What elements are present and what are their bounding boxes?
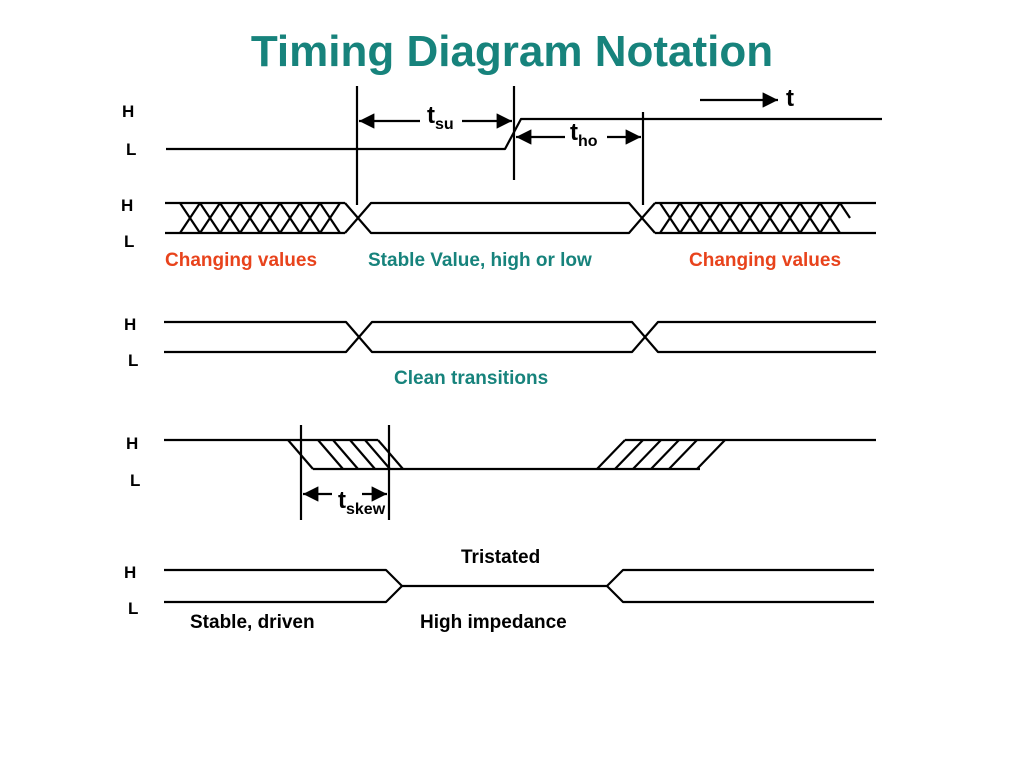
- row4-high-label: H: [126, 434, 139, 453]
- row3-high-label: H: [124, 315, 137, 334]
- hold-time-main: t: [570, 119, 578, 146]
- caption-stable-driven: Stable, driven: [190, 612, 315, 633]
- row2-high-label: H: [121, 196, 134, 215]
- caption-changing-left: Changing values: [165, 250, 318, 271]
- caption-changing-right: Changing values: [689, 250, 842, 271]
- row4-low-label: L: [130, 471, 141, 490]
- caption-high-impedance: High impedance: [420, 612, 567, 633]
- setup-time-label: tsu: [427, 102, 454, 133]
- row5-high-label: H: [124, 563, 137, 582]
- hold-time-sub: ho: [578, 133, 598, 150]
- clock-waveform: [166, 117, 882, 151]
- row2-low-label: L: [124, 232, 135, 251]
- row5-low-label: L: [128, 599, 139, 618]
- bus-changing-right: [655, 201, 876, 235]
- skew-time-label: tskew: [338, 487, 385, 518]
- skew-time-main: t: [338, 487, 346, 514]
- caption-clean-transitions: Clean transitions: [394, 368, 549, 389]
- row3-low-label: L: [128, 351, 139, 370]
- row1-low-label: L: [126, 140, 137, 159]
- setup-time-sub: su: [435, 116, 454, 133]
- bus-clean-transitions: [164, 320, 876, 354]
- setup-time-main: t: [427, 102, 435, 129]
- time-arrow-label: t: [786, 85, 794, 112]
- page-title: Timing Diagram Notation: [250, 27, 774, 76]
- skew-time-sub: skew: [346, 501, 386, 518]
- caption-tristated: Tristated: [461, 547, 541, 568]
- bus-stable-value: [344, 201, 656, 235]
- caption-stable-value: Stable Value, high or low: [368, 250, 592, 271]
- row1-high-label: H: [122, 102, 135, 121]
- hold-time-label: tho: [570, 119, 598, 150]
- bus-changing-left: [165, 201, 345, 235]
- skewed-waveform: [164, 438, 876, 471]
- bus-tristated: [164, 568, 874, 604]
